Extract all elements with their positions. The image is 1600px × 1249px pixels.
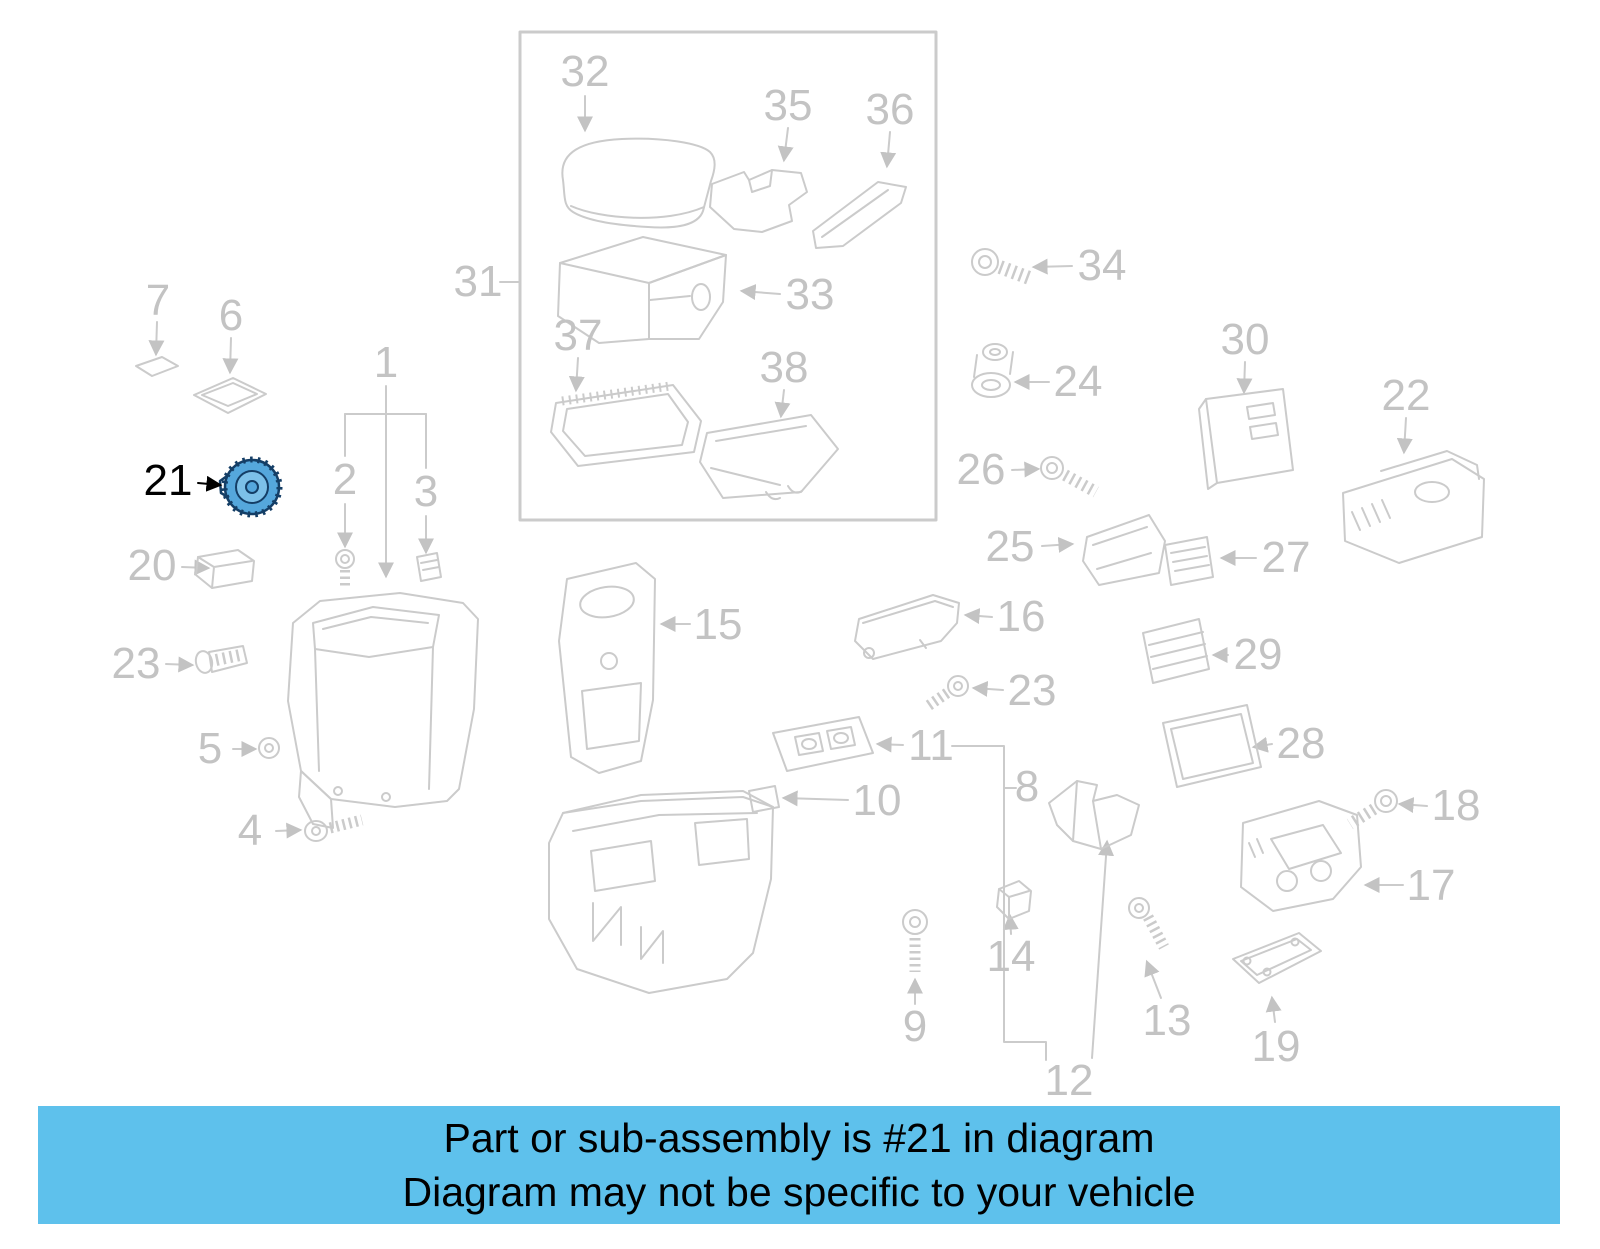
- part-2-screw: [335, 549, 355, 586]
- part-34-bolt: [971, 248, 1035, 286]
- part-10-clip: [748, 785, 780, 813]
- part-lower-console: [548, 790, 774, 994]
- part-label-30: 30: [1220, 315, 1270, 364]
- part-35-bracket: [709, 169, 808, 233]
- part-21-highlighted-speaker: [218, 456, 283, 518]
- part-9-screw: [902, 909, 928, 972]
- part-5-grommet: [258, 737, 280, 759]
- part-label-8: 8: [1014, 762, 1040, 811]
- part-27-panel: [1164, 536, 1214, 586]
- part-label-38: 38: [759, 343, 809, 392]
- part-label-26: 26: [956, 445, 1006, 494]
- part-label-5: 5: [197, 724, 223, 773]
- part-label-29: 29: [1233, 630, 1283, 679]
- part-23-pin-left: [194, 645, 248, 674]
- part-label-15: 15: [693, 600, 743, 649]
- part-20-clip: [195, 549, 255, 589]
- inset-box-31: [518, 30, 938, 522]
- part-label-17: 17: [1406, 861, 1456, 910]
- part-label-33: 33: [785, 270, 835, 319]
- part-label-16: 16: [996, 592, 1046, 641]
- part-label-4: 4: [237, 806, 263, 855]
- part-24-grommet: [971, 343, 1014, 398]
- part-19-plate: [1232, 932, 1322, 984]
- part-23-bolt-right: [924, 675, 969, 711]
- part-33-console-body: [557, 236, 727, 344]
- part-label-31: 31: [453, 257, 503, 306]
- part-14-clip: [996, 880, 1032, 920]
- part-22-bracket: [1342, 450, 1485, 564]
- part-label-25: 25: [985, 522, 1035, 571]
- part-16-armrest-pad: [854, 594, 960, 660]
- part-4-screw: [304, 814, 364, 842]
- part-label-11: 11: [908, 721, 954, 770]
- part-label-36: 36: [865, 85, 915, 134]
- part-label-3: 3: [413, 467, 439, 516]
- footer-banner: Part or sub-assembly is #21 in diagram D…: [38, 1106, 1560, 1224]
- part-label-32: 32: [560, 47, 610, 96]
- part-3-clip: [416, 552, 442, 582]
- part-37-mat: [550, 381, 702, 467]
- part-label-14: 14: [986, 932, 1036, 981]
- part-26-screw: [1040, 456, 1099, 498]
- part-label-37: 37: [553, 311, 603, 360]
- part-32-armrest-lid: [561, 137, 716, 229]
- part-label-27: 27: [1261, 533, 1311, 582]
- part-17-cupholder: [1240, 800, 1362, 912]
- part-29-panel: [1142, 618, 1210, 684]
- diagram-line-art: [135, 30, 1485, 1061]
- part-label-23: 23: [1007, 666, 1057, 715]
- part-18-bolt: [1346, 789, 1398, 830]
- part-label-35: 35: [763, 81, 813, 130]
- banner-line-1: Part or sub-assembly is #21 in diagram: [443, 1114, 1155, 1161]
- part-label-18: 18: [1431, 781, 1481, 830]
- part-label-21: 21: [143, 456, 193, 505]
- part-6-pad: [193, 377, 267, 414]
- part-11-cupholder-insert: [772, 716, 874, 772]
- part-label-20: 20: [127, 541, 177, 590]
- part-label-1: 1: [373, 338, 399, 387]
- part-label-34: 34: [1077, 241, 1127, 290]
- part-label-28: 28: [1276, 719, 1326, 768]
- part-label-10: 10: [852, 776, 902, 825]
- part-25-bracket: [1082, 514, 1166, 586]
- part-15-rear-panel: [558, 562, 656, 774]
- part-label-22: 22: [1381, 371, 1431, 420]
- part-1-console-frame: [287, 592, 479, 829]
- part-21-arrow: [197, 475, 223, 492]
- leader-lines: [148, 95, 1428, 1061]
- part-label-2: 2: [332, 455, 358, 504]
- part-38-tray: [699, 414, 839, 501]
- part-label-12: 12: [1044, 1056, 1094, 1105]
- part-label-6: 6: [218, 291, 244, 340]
- part-label-23: 23: [111, 639, 161, 688]
- part-label-19: 19: [1251, 1022, 1301, 1071]
- part-label-24: 24: [1053, 357, 1103, 406]
- part-36-rail: [812, 181, 907, 249]
- part-13-screw: [1128, 897, 1169, 950]
- part-28-panel: [1162, 704, 1262, 788]
- part-30-module: [1198, 388, 1294, 490]
- part-label-13: 13: [1142, 996, 1192, 1045]
- part-label-9: 9: [902, 1002, 928, 1051]
- part-8-bracket: [1048, 780, 1140, 850]
- part-7-pad: [135, 356, 179, 377]
- part-label-7: 7: [145, 276, 171, 325]
- banner-line-2: Diagram may not be specific to your vehi…: [402, 1169, 1196, 1215]
